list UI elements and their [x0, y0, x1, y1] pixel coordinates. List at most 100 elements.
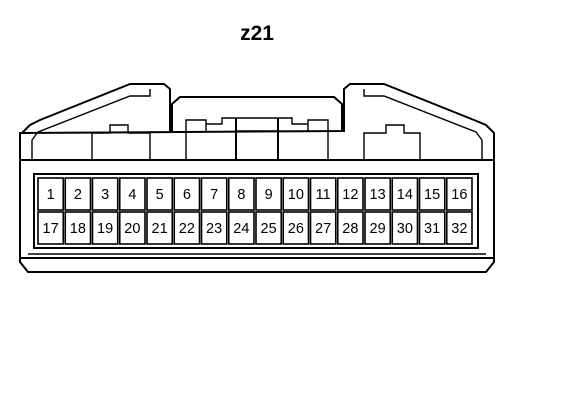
- pin-number: 5: [156, 187, 164, 203]
- pin-number: 32: [451, 221, 467, 237]
- pin-number: 18: [70, 221, 86, 237]
- pin-cavity-21: 21: [146, 211, 174, 245]
- pin-cavity-box: [37, 177, 65, 211]
- pin-cavity-box: [91, 211, 119, 245]
- pin-cavity-17: 17: [37, 211, 65, 245]
- pin-number: 1: [47, 187, 55, 203]
- pin-number: 19: [97, 221, 113, 237]
- pin-cavity-32: 32: [445, 211, 473, 245]
- pin-cavity-box: [364, 177, 392, 211]
- pin-number: 13: [370, 187, 386, 203]
- pin-cavity-25: 25: [255, 211, 283, 245]
- pin-number: 16: [451, 187, 467, 203]
- pin-number: 21: [152, 221, 168, 237]
- pin-cavity-box: [282, 177, 310, 211]
- pin-cavity-18: 18: [64, 211, 92, 245]
- pin-cavity-box: [173, 211, 201, 245]
- pin-number: 23: [206, 221, 222, 237]
- pin-cavity-19: 19: [91, 211, 119, 245]
- pin-number: 14: [397, 187, 413, 203]
- pin-cavity-27: 27: [309, 211, 337, 245]
- pin-number: 2: [74, 187, 82, 203]
- pin-cavity-23: 23: [200, 211, 228, 245]
- pin-number: 3: [101, 187, 109, 203]
- pin-number: 7: [210, 187, 218, 203]
- pin-number: 25: [261, 221, 277, 237]
- pin-cavity-box: [37, 211, 65, 245]
- pin-cavity-5: 5: [146, 177, 174, 211]
- pin-cavity-31: 31: [418, 211, 446, 245]
- pin-cavity-box: [255, 211, 283, 245]
- pin-cavity-box: [173, 177, 201, 211]
- pin-number: 9: [265, 187, 273, 203]
- pin-number: 22: [179, 221, 195, 237]
- pin-number: 26: [288, 221, 304, 237]
- pin-number: 11: [316, 187, 331, 203]
- pin-cavity-box: [118, 211, 146, 245]
- pin-cavity-box: [227, 177, 255, 211]
- pin-cavity-box: [282, 211, 310, 245]
- pin-cavity-box: [118, 177, 146, 211]
- pin-cavity-box: [309, 177, 337, 211]
- connector-title: z21: [240, 22, 274, 45]
- pin-number: 24: [233, 221, 249, 237]
- pin-cavity-box: [336, 177, 364, 211]
- pin-cavity-2: 2: [64, 177, 92, 211]
- pin-number: 17: [43, 221, 59, 237]
- pin-number: 27: [315, 221, 331, 237]
- pin-cavity-box: [64, 211, 92, 245]
- pin-cavity-box: [64, 177, 92, 211]
- pin-cavity-3: 3: [91, 177, 119, 211]
- pin-cavity-20: 20: [118, 211, 146, 245]
- pin-cavity-13: 13: [364, 177, 392, 211]
- pin-number: 8: [237, 187, 245, 203]
- pin-number: 30: [397, 221, 413, 237]
- pin-cavity-box: [418, 177, 446, 211]
- pin-cavity-box: [391, 177, 419, 211]
- pin-cavity-box: [227, 211, 255, 245]
- pin-number: 4: [128, 187, 136, 203]
- pin-number: 28: [342, 221, 358, 237]
- pin-cavity-box: [364, 211, 392, 245]
- pin-cavity-15: 15: [418, 177, 446, 211]
- pin-cavity-box: [336, 211, 364, 245]
- pin-cavity-6: 6: [173, 177, 201, 211]
- pin-cavity-4: 4: [118, 177, 146, 211]
- pin-cavity-12: 12: [336, 177, 364, 211]
- pin-number: 10: [288, 187, 304, 203]
- pin-number: 20: [124, 221, 140, 237]
- pin-cavity-11: 11: [309, 177, 337, 211]
- pin-cavity-box: [146, 177, 174, 211]
- pin-cavity-10: 10: [282, 177, 310, 211]
- pin-number: 6: [183, 187, 191, 203]
- pin-number: 29: [370, 221, 386, 237]
- pin-cavity-16: 16: [445, 177, 473, 211]
- pin-cavity-26: 26: [282, 211, 310, 245]
- pin-cavity-9: 9: [255, 177, 283, 211]
- connector-housing: [19, 83, 495, 273]
- pin-cavity-box: [200, 177, 228, 211]
- pin-cavity-14: 14: [391, 177, 419, 211]
- pin-cavity-box: [309, 211, 337, 245]
- pin-cavity-1: 1: [37, 177, 65, 211]
- pin-cavity-22: 22: [173, 211, 201, 245]
- pin-cavity-30: 30: [391, 211, 419, 245]
- pin-cavity-box: [255, 177, 283, 211]
- pin-cavity-box: [146, 211, 174, 245]
- pin-number: 15: [424, 187, 440, 203]
- pin-cavity-box: [391, 211, 419, 245]
- pin-cavity-7: 7: [200, 177, 228, 211]
- pin-cavity-box: [418, 211, 446, 245]
- pin-cavity-box: [200, 211, 228, 245]
- pin-cavity-8: 8: [227, 177, 255, 211]
- pin-cavity-box: [445, 211, 473, 245]
- pin-cavity-28: 28: [336, 211, 364, 245]
- pin-cavity-29: 29: [364, 211, 392, 245]
- pin-cavity-box: [91, 177, 119, 211]
- pin-number: 31: [424, 221, 440, 237]
- pin-cavity-box: [445, 177, 473, 211]
- pin-number: 12: [342, 187, 358, 203]
- pin-cavity-24: 24: [227, 211, 255, 245]
